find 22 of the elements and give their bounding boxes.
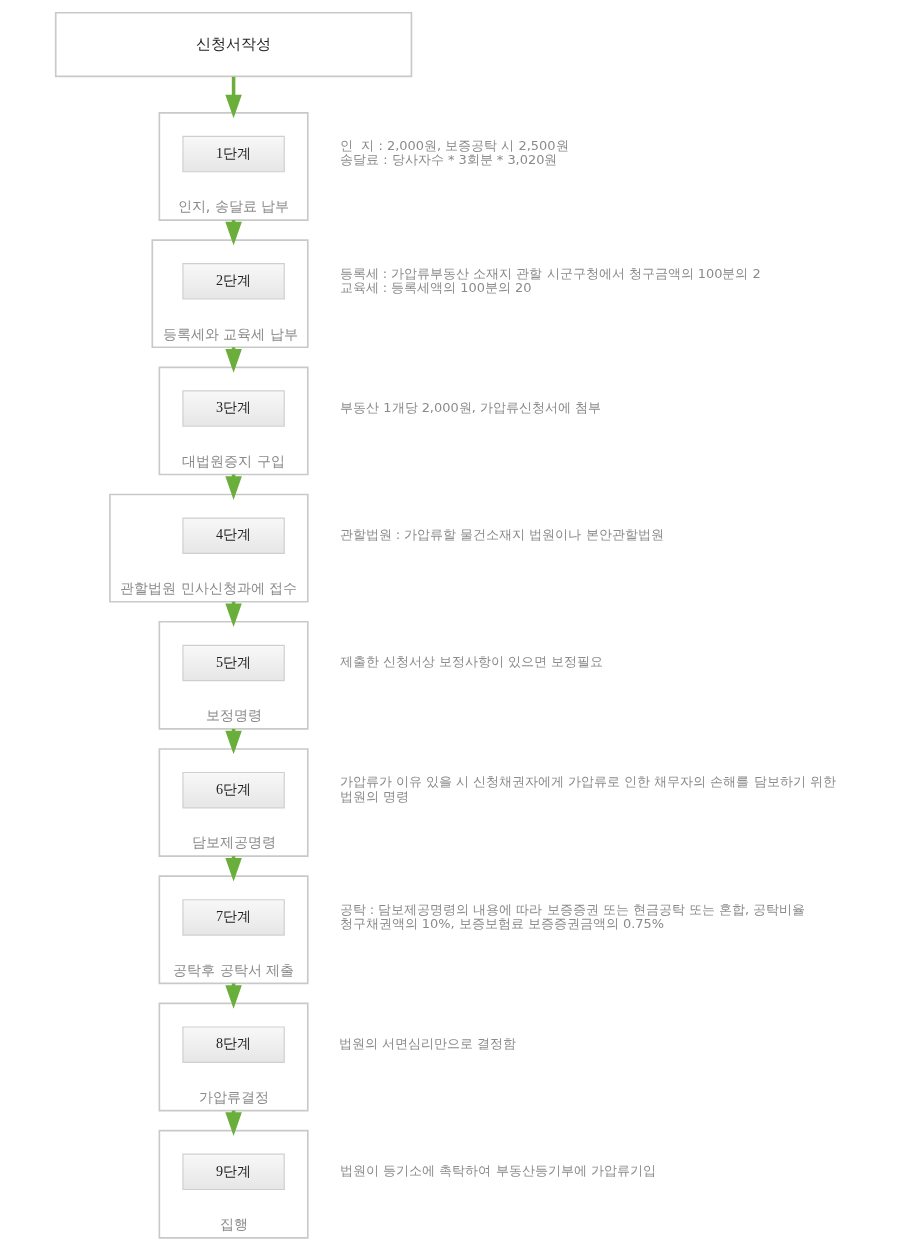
node-label: 등록세 : 가압류부동산 소재지 관할 시군구청에서 청구금액의 100분의 2: [339, 265, 761, 281]
node-box: 6단계: [181, 771, 285, 809]
node-label: 공탁 : 담보제공명령의 내용에 따라 보증증권 또는 현금공탁 또는 혼합, 공탁비율 청구채권액의 10%, 보증보험료 보증증권금액의 0.75%: [339, 901, 805, 931]
node-box: 5단계: [181, 644, 285, 682]
arrow: [224, 76, 242, 119]
node-label: 관할법원 : 가압류할 물건소재지 법원이나 본안관할법원: [339, 527, 664, 543]
node-label: 송달료 : 당사자수 * 3회분 * 3,020원: [339, 152, 557, 168]
node-box: 4단계: [181, 517, 285, 554]
node-label: 부동산 1개당 2,000원, 가압류신청서에 첨부: [339, 399, 601, 415]
node-label: 인 지 : 2,000원, 보증공탁 시 2,500원: [339, 138, 569, 154]
node-box: 7단계: [181, 899, 285, 936]
node-box: 8단계: [181, 1026, 285, 1063]
node-box: 신청서작성: [54, 11, 412, 78]
node-box: 2단계: [181, 263, 285, 300]
node-label: 법원이 등기소에 촉탁하여 부동산등기부에 가압류기입: [339, 1163, 656, 1179]
node-box: 1단계: [181, 135, 285, 173]
node-label: 교육세 : 등록세액의 100분의 20: [339, 279, 532, 295]
node-label: 가압류가 이유 있을 시 신청채권자에게 가압류로 인한 채무자의 손해를 담보하기 위한 법원의 명령: [339, 774, 836, 804]
node-label: 제출한 신청서상 보정사항이 있으면 보정필요: [339, 654, 603, 670]
node-box: 9단계: [181, 1153, 285, 1191]
node-box: 3단계: [181, 390, 285, 427]
node-label: 법원의 서면심리만으로 결정함: [338, 1035, 516, 1051]
